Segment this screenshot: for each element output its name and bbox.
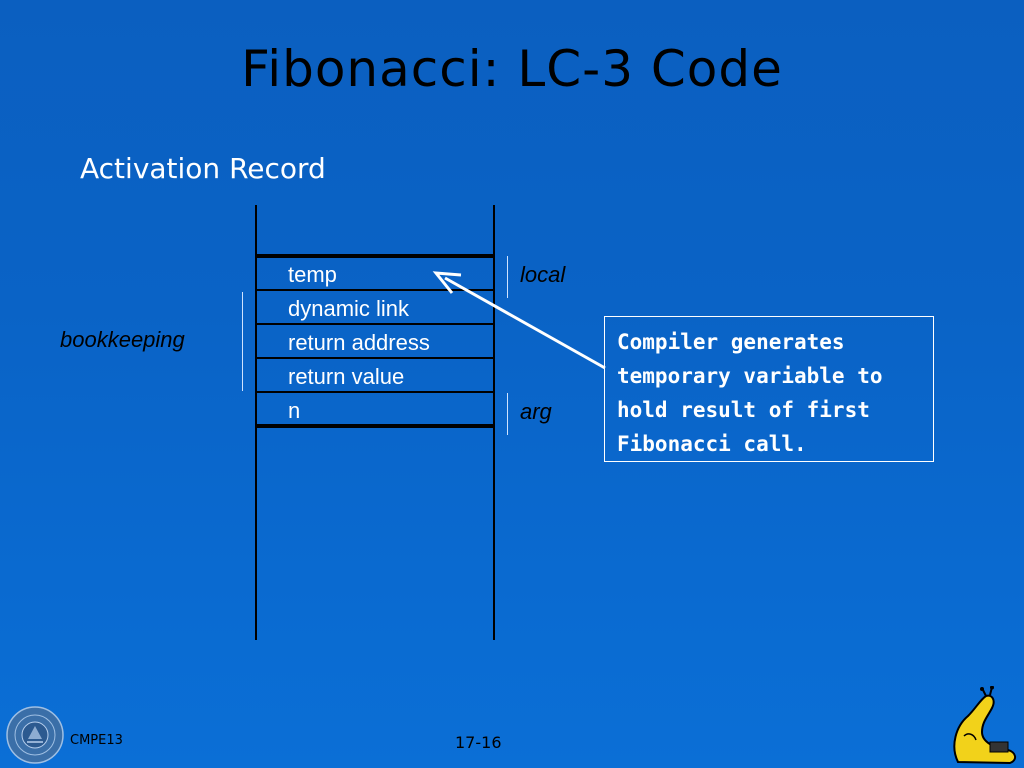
- footer-course: CMPE13: [70, 733, 123, 748]
- stack-cell-return-value: return value: [288, 364, 405, 389]
- stack-cell-dynamic-link: dynamic link: [288, 296, 410, 321]
- stack-cell-temp: temp: [288, 262, 337, 287]
- arg-bracket: [507, 393, 508, 435]
- stack-row-divider: [255, 289, 495, 291]
- stack-cell-n: n: [288, 398, 301, 423]
- footer-page-number: 17-16: [455, 733, 502, 752]
- stack-right-border: [493, 205, 495, 640]
- callout-line: temporary variable to: [617, 364, 883, 388]
- arg-label: arg: [520, 399, 552, 424]
- callout-box: Compiler generates temporary variable to…: [604, 316, 934, 462]
- bookkeeping-label: bookkeeping: [60, 327, 185, 352]
- local-bracket: [507, 256, 508, 298]
- callout-line: hold result of first: [617, 398, 870, 422]
- stack-bottom-divider: [255, 424, 495, 428]
- stack-top-divider: [255, 254, 495, 258]
- stack-left-border: [255, 205, 257, 640]
- slide-subtitle: Activation Record: [80, 152, 326, 185]
- stack-row-divider: [255, 391, 495, 393]
- slide-title: Fibonacci: LC-3 Code: [241, 40, 783, 98]
- university-seal-icon: [6, 706, 64, 764]
- callout-line: Compiler generates: [617, 330, 845, 354]
- stack-row-divider: [255, 357, 495, 359]
- stack-cell-return-address: return address: [288, 330, 430, 355]
- local-label: local: [520, 262, 566, 287]
- banana-slug-mascot-icon: [953, 686, 1016, 765]
- callout-line: Fibonacci call.: [617, 432, 807, 456]
- stack-row-divider: [255, 323, 495, 325]
- bookkeeping-bracket: [242, 292, 243, 391]
